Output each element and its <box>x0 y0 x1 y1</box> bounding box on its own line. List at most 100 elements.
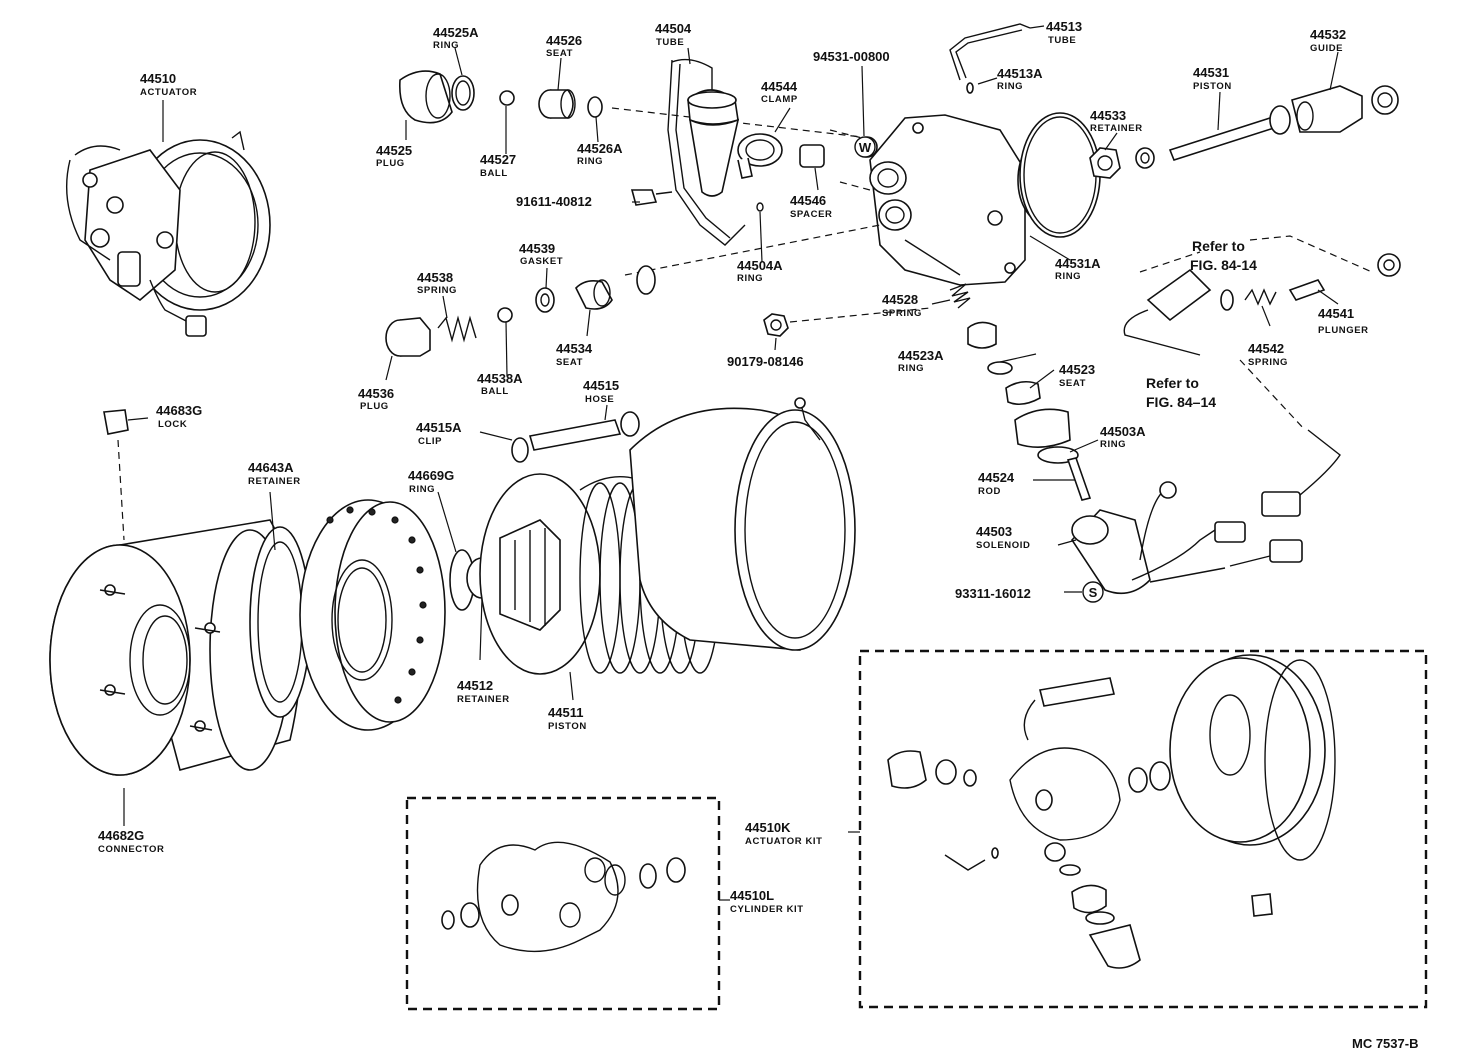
part-number-44541: 44541 <box>1318 306 1354 321</box>
part-number-44538: 44538 <box>417 270 453 285</box>
part-name-ring: RING <box>409 484 435 495</box>
part-name-lock: LOCK <box>158 419 187 430</box>
part-name-seat: SEAT <box>556 357 583 368</box>
part-name-clip: CLIP <box>418 436 442 447</box>
svg-text:CYLINDER KIT: CYLINDER KIT <box>730 904 804 915</box>
part-name-seat: SEAT <box>546 48 573 59</box>
svg-text:FIG. 84-14: FIG. 84-14 <box>1190 257 1257 273</box>
part-number-44523a: 44523A <box>898 348 944 363</box>
part-name-retainer: RETAINER <box>248 476 301 487</box>
svg-text:44510L: 44510L <box>730 888 774 903</box>
actuator-assembly-drawing <box>66 100 271 337</box>
part-number-44669g: 44669G <box>408 468 454 483</box>
part-name-tube: TUBE <box>1048 35 1076 46</box>
part-number-44533: 44533 <box>1090 108 1126 123</box>
actuator-kit-label: 44510K ACTUATOR KIT <box>745 820 823 847</box>
part-number-44515a: 44515A <box>416 420 462 435</box>
part-number-44538a: 44538A <box>477 371 523 386</box>
svg-text:Refer to: Refer to <box>1146 375 1199 391</box>
part-number-44539: 44539 <box>519 241 555 256</box>
part-number-44512: 44512 <box>457 678 493 693</box>
refer-to-fig-bottom: Refer to FIG. 84–14 <box>1146 375 1216 410</box>
spring-plug-seat-drawing <box>385 265 656 381</box>
part-name-ring: RING <box>898 363 924 374</box>
part-number-44544: 44544 <box>761 79 798 94</box>
part-number-90179-08146: 90179-08146 <box>727 354 804 369</box>
part-number-44510: 44510 <box>140 71 176 86</box>
part-name-plunger: PLUNGER <box>1318 325 1369 336</box>
part-number-44526: 44526 <box>546 33 582 48</box>
part-number-44515: 44515 <box>583 378 619 393</box>
part-name-seat: SEAT <box>1059 378 1086 389</box>
cylinder-kit-drawing <box>405 796 730 1011</box>
part-labels: 44510 ACTUATOR 44525A RING 44525 PLUG 44… <box>98 19 1369 855</box>
valve-body-drawing <box>624 23 1101 286</box>
part-name-spring: SPRING <box>882 308 922 319</box>
part-name-spring: SPRING <box>417 285 457 296</box>
svg-text:S: S <box>1089 585 1098 600</box>
part-name-plug: PLUG <box>360 401 389 412</box>
refer-to-fig-top: Refer to FIG. 84-14 <box>1190 238 1257 273</box>
part-name-actuator: ACTUATOR <box>140 87 197 98</box>
part-number-44525: 44525 <box>376 143 412 158</box>
s-symbol: S <box>1082 581 1104 603</box>
part-number-44536: 44536 <box>358 386 394 401</box>
part-name-connector: CONNECTOR <box>98 844 164 855</box>
svg-text:FIG. 84–14: FIG. 84–14 <box>1146 394 1216 410</box>
part-number-44524: 44524 <box>978 470 1015 485</box>
spring-nut-drawing <box>763 283 971 351</box>
part-name-solenoid: SOLENOID <box>976 540 1030 551</box>
solenoid-stack-drawing <box>967 321 1341 595</box>
part-name-ring: RING <box>997 81 1023 92</box>
part-number-44523: 44523 <box>1059 362 1095 377</box>
plug-seat-ring-group <box>398 47 871 154</box>
part-number-94531-00800: 94531-00800 <box>813 49 890 64</box>
part-name-ring: RING <box>577 156 603 167</box>
part-name-piston: PISTON <box>548 721 587 732</box>
part-number-44525a: 44525A <box>433 25 479 40</box>
part-number-44534: 44534 <box>556 341 593 356</box>
part-name-plug: PLUG <box>376 158 405 169</box>
part-number-44643a: 44643A <box>248 460 294 475</box>
switch-plunger-drawing <box>1123 235 1401 431</box>
part-name-ball: BALL <box>481 386 509 397</box>
part-name-retainer: RETAINER <box>1090 123 1143 134</box>
part-number-44528: 44528 <box>882 292 918 307</box>
clutch-body-drawing <box>49 397 856 826</box>
part-number-44527: 44527 <box>480 152 516 167</box>
part-name-gasket: GASKET <box>520 256 563 267</box>
part-number-44682g: 44682G <box>98 828 144 843</box>
part-number-44542: 44542 <box>1248 341 1284 356</box>
part-name-spacer: SPACER <box>790 209 833 220</box>
svg-text:44510K: 44510K <box>745 820 791 835</box>
part-number-93311-16012: 93311-16012 <box>955 586 1031 601</box>
part-name-retainer: RETAINER <box>457 694 510 705</box>
part-name-ring: RING <box>1100 439 1126 450</box>
part-number-44513a: 44513A <box>997 66 1043 81</box>
svg-text:ACTUATOR KIT: ACTUATOR KIT <box>745 836 823 847</box>
part-name-spring: SPRING <box>1248 357 1288 368</box>
part-name-clamp: CLAMP <box>761 94 798 105</box>
part-number-44503: 44503 <box>976 524 1012 539</box>
figure-code: MC 7537-B <box>1352 1036 1418 1051</box>
part-number-44546: 44546 <box>790 193 826 208</box>
part-name-ball: BALL <box>480 168 508 179</box>
part-name-ring: RING <box>433 40 459 51</box>
part-number-44513: 44513 <box>1046 19 1082 34</box>
actuator-kit-drawing <box>848 649 1428 1009</box>
tube-clamp-drawing <box>630 47 871 263</box>
part-number-44504a: 44504A <box>737 258 783 273</box>
part-number-44532: 44532 <box>1310 27 1346 42</box>
part-number-44683g: 44683G <box>156 403 202 418</box>
part-name-hose: HOSE <box>585 394 614 405</box>
part-number-44531a: 44531A <box>1055 256 1101 271</box>
part-name-tube: TUBE <box>656 37 684 48</box>
piston-guide-drawing <box>1089 51 1399 179</box>
part-name-ring: RING <box>737 273 763 284</box>
w-symbol: W <box>854 136 876 158</box>
part-number-44526a: 44526A <box>577 141 623 156</box>
part-name-guide: GUIDE <box>1310 43 1343 54</box>
part-number-44504: 44504 <box>655 21 692 36</box>
